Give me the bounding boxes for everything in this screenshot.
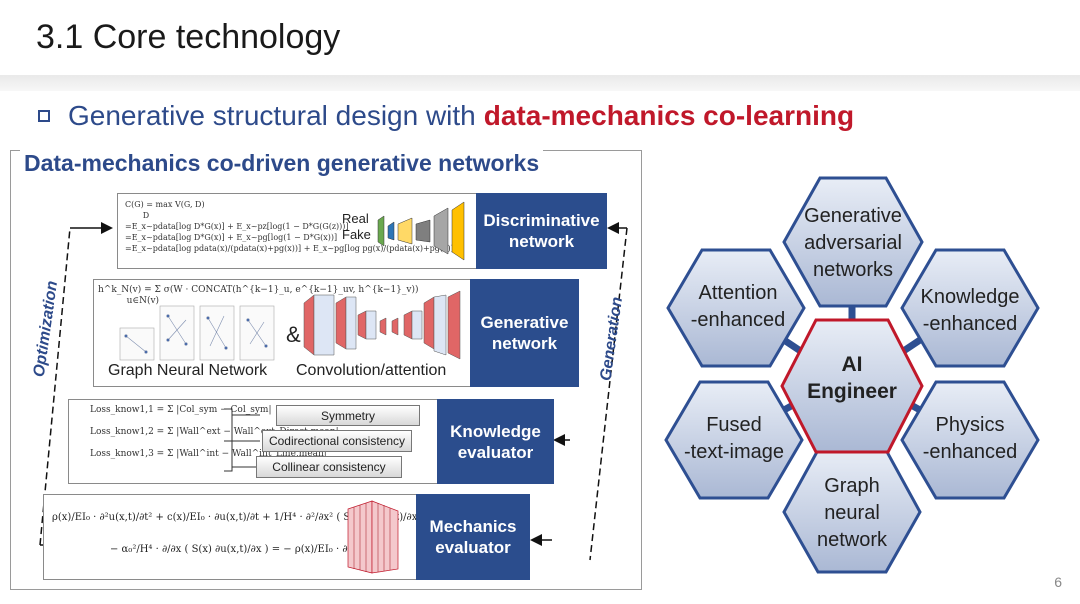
hex-lower-right bbox=[900, 380, 1040, 500]
generative-formula: h^k_N(v) = Σ σ(W · CONCAT(h^{k−1}_u, e^{… bbox=[98, 285, 419, 306]
symmetry-box: Symmetry bbox=[276, 405, 420, 426]
panel-title: Data-mechanics co-driven generative netw… bbox=[20, 150, 544, 177]
flow-arrows bbox=[39, 222, 628, 561]
mechanics-eq-line2: − α₀²/H⁴ · ∂/∂x ( S(x) ∂u(x,t)/∂x ) = − … bbox=[110, 544, 398, 555]
collinear-box: Collinear consistency bbox=[256, 456, 402, 478]
ampersand: & bbox=[286, 322, 301, 347]
fake-label: Fake bbox=[342, 227, 371, 242]
convolution-icon bbox=[303, 290, 461, 360]
hex-lower-left-text: Fused-text-image bbox=[683, 414, 785, 463]
subtitle: Generative structural design with data-m… bbox=[38, 100, 854, 132]
hex-center bbox=[780, 318, 924, 454]
hex-upper-right bbox=[900, 248, 1040, 368]
optimization-path bbox=[39, 227, 71, 546]
hex-upper-left bbox=[666, 248, 806, 368]
generation-path bbox=[589, 227, 628, 561]
bracket-lines bbox=[224, 408, 260, 472]
gnn-caption: Graph Neural Network bbox=[108, 362, 268, 379]
subtitle-prefix: Generative structural design with bbox=[68, 100, 476, 131]
hex-upper-left-text: Attention-enhanced bbox=[690, 282, 786, 331]
discriminative-formula: C(G) = max V(G, D) D =E_x~pdata[log D*G(… bbox=[125, 200, 457, 253]
graph-network-icon bbox=[119, 305, 275, 361]
hex-lower-right-text: Physics-enhanced bbox=[922, 414, 1018, 463]
building-model-icon bbox=[347, 500, 399, 574]
discriminator-cnn-icon bbox=[377, 201, 465, 261]
real-label: Real bbox=[342, 211, 369, 226]
subtitle-highlight: data-mechanics co-learning bbox=[483, 100, 855, 131]
hex-lower-left bbox=[664, 380, 804, 500]
hex-top bbox=[782, 176, 924, 308]
codirectional-box: Codirectional consistency bbox=[262, 430, 412, 452]
title-divider bbox=[0, 75, 1080, 91]
square-bullet-icon bbox=[38, 110, 50, 122]
hex-upper-right-text: Knowledge-enhanced bbox=[920, 286, 1020, 335]
slide-title: 3.1 Core technology bbox=[36, 18, 341, 56]
mechanics-eq-line1: ρ(x)/EI₀ · ∂²u(x,t)/∂t² + c(x)/EI₀ · ∂u(… bbox=[52, 512, 429, 523]
page-number: 6 bbox=[1054, 574, 1062, 590]
hexagon-cluster bbox=[664, 176, 1040, 574]
conv-caption: Convolution/attention bbox=[296, 362, 447, 379]
